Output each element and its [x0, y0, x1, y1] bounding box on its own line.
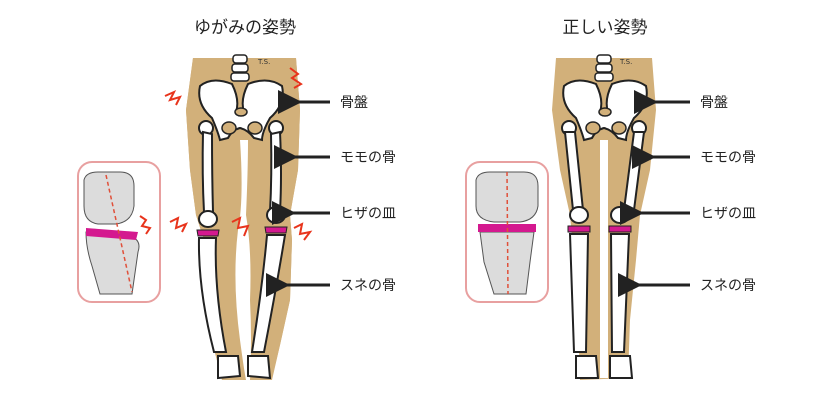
knee-inset-correct	[465, 161, 549, 303]
svg-text:モモの骨: モモの骨	[340, 150, 396, 166]
label-thigh: モモの骨	[632, 145, 756, 169]
feet	[575, 355, 634, 379]
label-pelvis: 骨盤	[278, 90, 368, 114]
label-thigh: モモの骨	[274, 145, 396, 169]
signature: T.S.	[257, 58, 270, 66]
strain-zigzag-icon	[164, 67, 313, 241]
label-kneecap: ヒザの皿	[272, 201, 396, 225]
panel-distorted: ゆがみの姿勢 T.S.	[77, 18, 396, 380]
pelvis	[562, 79, 648, 142]
svg-text:骨盤: 骨盤	[700, 95, 728, 111]
signature: T.S.	[619, 58, 632, 66]
thigh-bones	[198, 120, 284, 213]
panel-correct: 正しい姿勢 T.S.	[465, 18, 756, 380]
label-shin: スネの骨	[266, 273, 396, 297]
svg-text:ヒザの皿: ヒザの皿	[340, 206, 396, 222]
panel-title: 正しい姿勢	[563, 18, 648, 38]
label-kneecap: ヒザの皿	[620, 201, 756, 225]
feet	[217, 355, 272, 380]
label-pelvis: 骨盤	[634, 90, 728, 114]
spine	[230, 54, 250, 82]
svg-text:モモの骨: モモの骨	[700, 150, 756, 166]
svg-text:スネの骨: スネの骨	[700, 278, 756, 294]
knee-inset-distorted	[77, 161, 161, 303]
pelvis	[198, 79, 284, 142]
label-shin: スネの骨	[618, 273, 756, 297]
spine	[594, 54, 614, 82]
svg-text:スネの骨: スネの骨	[340, 278, 396, 294]
panel-title: ゆがみの姿勢	[194, 18, 296, 38]
svg-text:骨盤: 骨盤	[340, 95, 368, 111]
svg-text:ヒザの皿: ヒザの皿	[700, 206, 756, 222]
